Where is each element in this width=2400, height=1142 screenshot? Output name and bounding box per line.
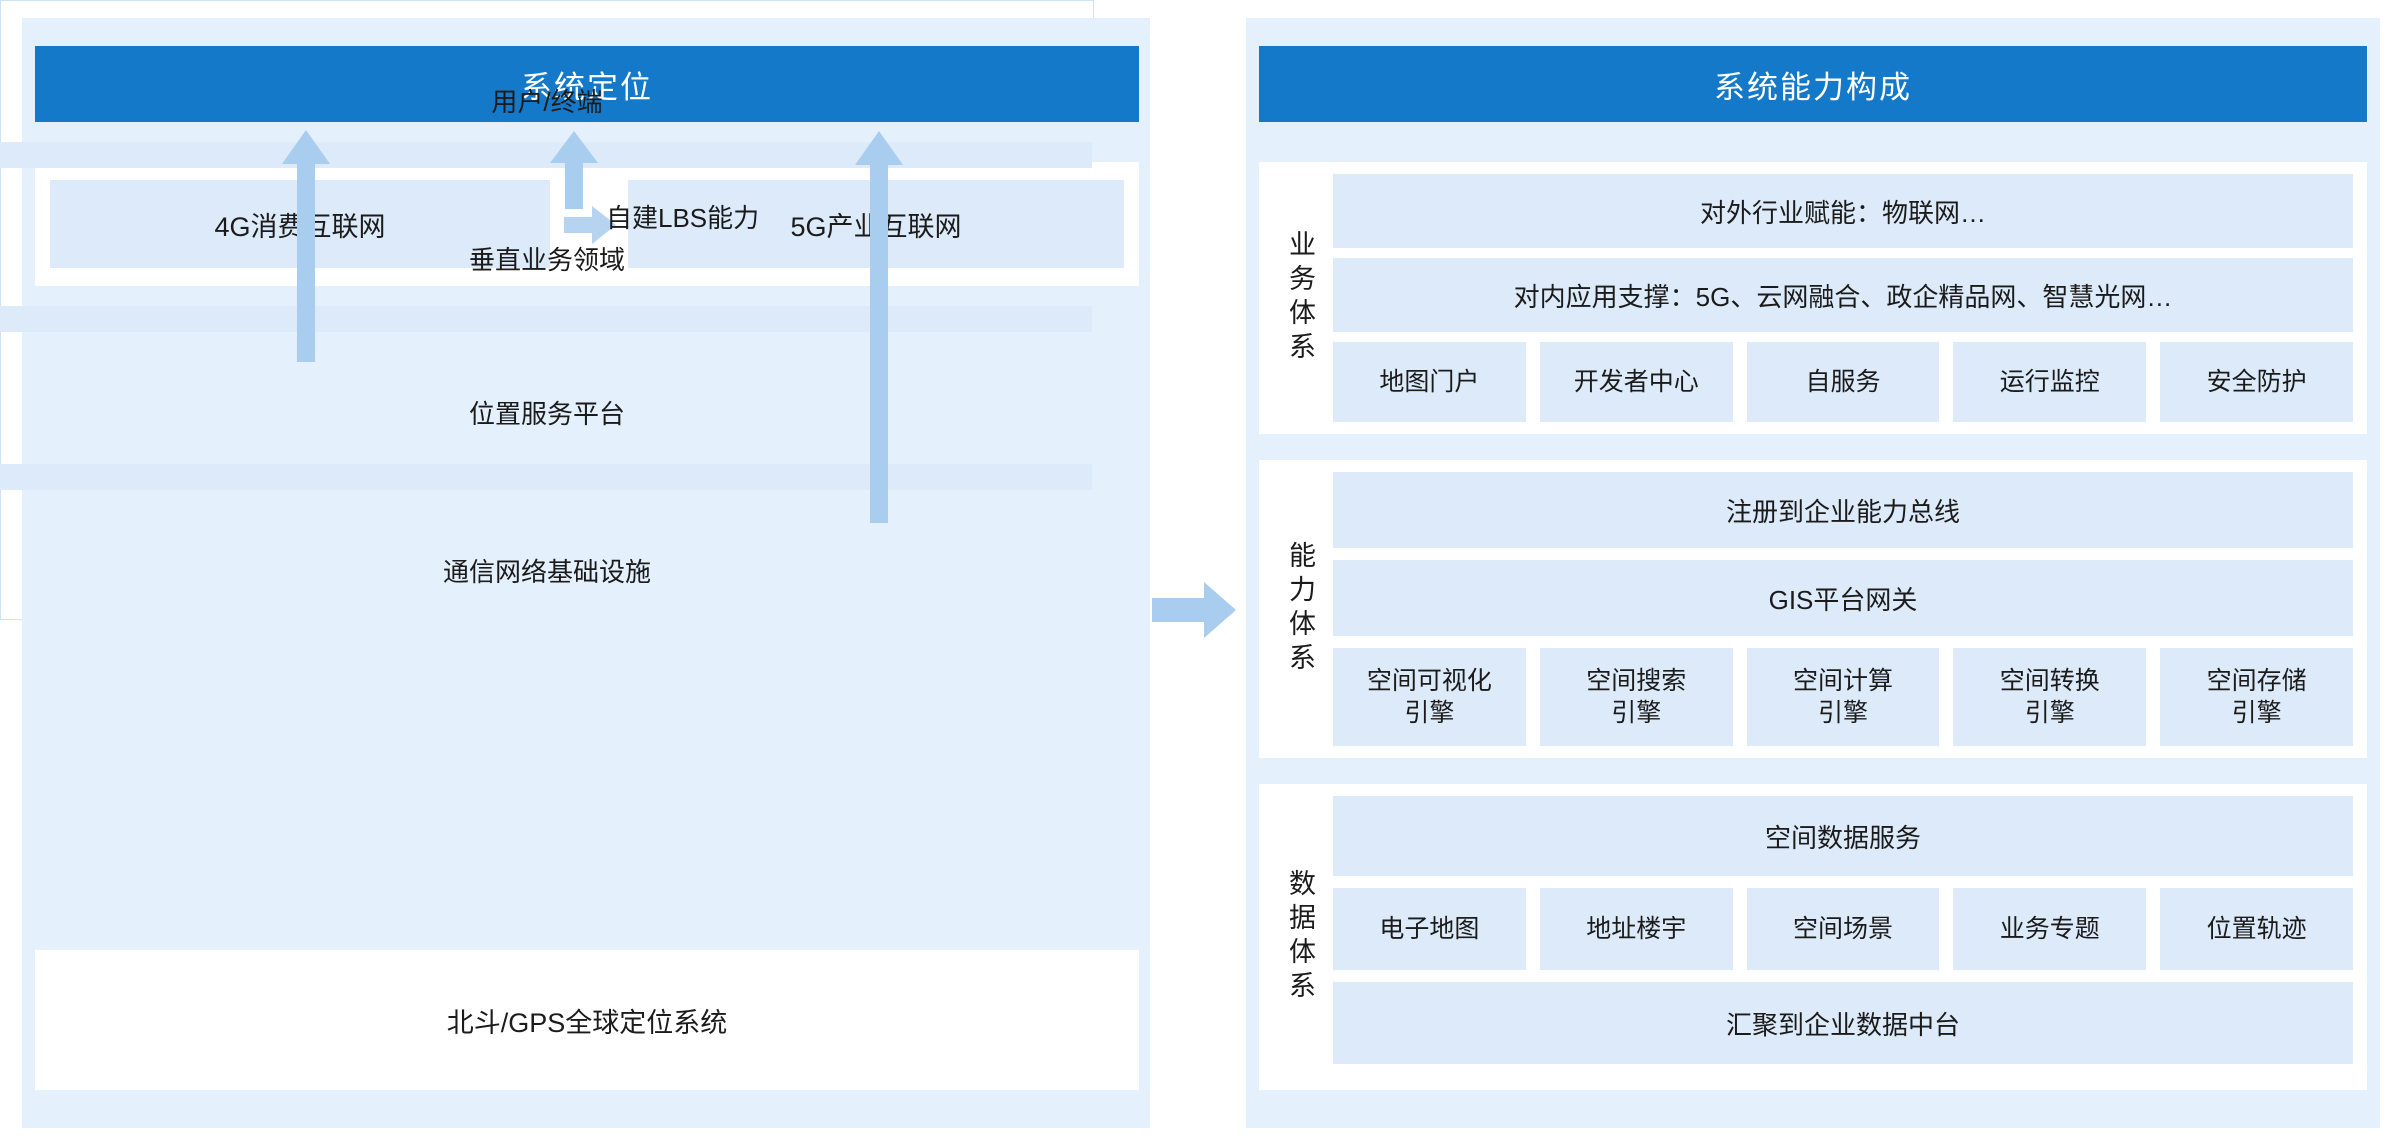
section-label-capability: 能力体系: [1284, 541, 1315, 677]
chip-developer-center[interactable]: 开发者中心: [1539, 342, 1733, 422]
chip-map-portal[interactable]: 地图门户: [1333, 342, 1526, 422]
section-data-system: 数据体系 空间数据服务 电子地图 地址楼宇 空间场景 业务专题 位置轨迹 汇聚到…: [1259, 784, 2367, 1090]
section-capability-system: 能力体系 注册到企业能力总线 GIS平台网关 空间可视化引擎 空间搜索引擎 空间…: [1259, 460, 2367, 758]
capability-row-register-bus[interactable]: 注册到企业能力总线: [1333, 472, 2353, 548]
business-chip-row: 地图门户 开发者中心 自服务 运行监控 安全防护: [1333, 342, 2353, 422]
stack-divider-band-3: [0, 464, 1092, 490]
business-row-internal-support[interactable]: 对内应用支撑：5G、云网融合、政企精品网、智慧光网…: [1333, 258, 2353, 332]
gps-system-card: 北斗/GPS全球定位系统: [35, 950, 1139, 1090]
chip-spatial-scene[interactable]: 空间场景: [1746, 888, 1940, 970]
stack-layer-user-terminal: 用户/终端: [491, 87, 603, 117]
data-chip-row: 电子地图 地址楼宇 空间场景 业务专题 位置轨迹: [1333, 888, 2353, 970]
arrow-right-icon: [564, 206, 616, 244]
capability-row-gis-gateway[interactable]: GIS平台网关: [1333, 560, 2353, 636]
section-body-capability: 注册到企业能力总线 GIS平台网关 空间可视化引擎 空间搜索引擎 空间计算引擎 …: [1333, 472, 2353, 746]
chip-spatial-transform-engine[interactable]: 空间转换引擎: [1953, 648, 2147, 746]
business-row-external-enablement[interactable]: 对外行业赋能：物联网…: [1333, 174, 2353, 248]
section-label-business: 业务体系: [1284, 230, 1315, 366]
stack-layer-vertical-domain: 垂直业务领域: [468, 245, 625, 275]
stack-annotation-self-built-lbs: 自建LBS能力: [606, 203, 760, 233]
stack-layer-location-platform: 位置服务平台: [468, 399, 625, 429]
chip-electronic-map[interactable]: 电子地图: [1333, 888, 1526, 970]
data-row-aggregate-to-data-midend[interactable]: 汇聚到企业数据中台: [1333, 982, 2353, 1064]
section-body-business: 对外行业赋能：物联网… 对内应用支撑：5G、云网融合、政企精品网、智慧光网… 地…: [1333, 174, 2353, 422]
chip-spatial-search-engine[interactable]: 空间搜索引擎: [1539, 648, 1733, 746]
right-panel-header: 系统能力构成: [1259, 46, 2367, 122]
stack-divider-band-2: [0, 306, 1092, 332]
data-row-spatial-data-service[interactable]: 空间数据服务: [1333, 796, 2353, 876]
stack-divider-band-1: [0, 142, 1092, 168]
section-label-data: 数据体系: [1284, 869, 1315, 1005]
chip-business-topic[interactable]: 业务专题: [1953, 888, 2147, 970]
arrow-up-icon-middle: [550, 131, 598, 209]
chip-spatial-visualization-engine[interactable]: 空间可视化引擎: [1333, 648, 1526, 746]
chip-address-building[interactable]: 地址楼宇: [1539, 888, 1733, 970]
chip-spatial-compute-engine[interactable]: 空间计算引擎: [1746, 648, 1940, 746]
chip-spatial-storage-engine[interactable]: 空间存储引擎: [2160, 648, 2353, 746]
section-body-data: 空间数据服务 电子地图 地址楼宇 空间场景 业务专题 位置轨迹 汇聚到企业数据中…: [1333, 796, 2353, 1078]
chip-security-protection[interactable]: 安全防护: [2160, 342, 2353, 422]
capability-chip-row: 空间可视化引擎 空间搜索引擎 空间计算引擎 空间转换引擎 空间存储引擎: [1333, 648, 2353, 746]
chip-self-service[interactable]: 自服务: [1746, 342, 1940, 422]
chip-operation-monitor[interactable]: 运行监控: [1953, 342, 2147, 422]
left-panel-header: 系统定位: [35, 46, 1139, 122]
chip-location-track[interactable]: 位置轨迹: [2160, 888, 2353, 970]
arrow-up-icon-right: [855, 131, 903, 523]
arrow-up-icon-left: [282, 130, 330, 362]
section-business-system: 业务体系 对外行业赋能：物联网… 对内应用支撑：5G、云网融合、政企精品网、智慧…: [1259, 162, 2367, 434]
stack-layer-network-infrastructure: 通信网络基础设施: [442, 557, 651, 587]
connector-arrow-right-icon: [1152, 582, 1236, 638]
